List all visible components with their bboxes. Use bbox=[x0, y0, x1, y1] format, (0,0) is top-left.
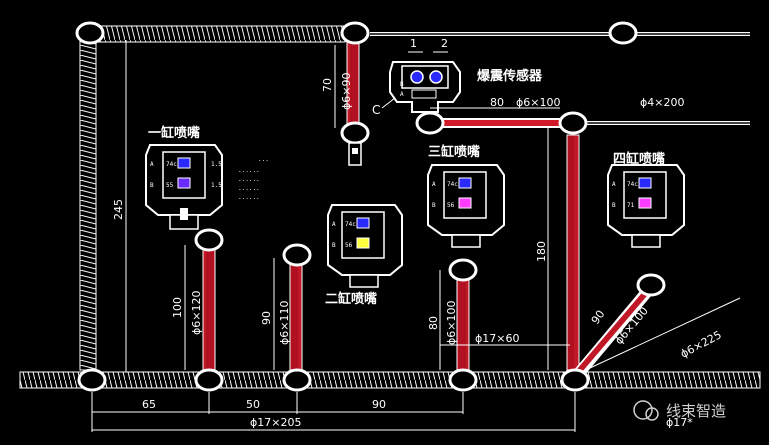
node-bottom-3 bbox=[282, 368, 312, 392]
node-bottom-5 bbox=[560, 368, 590, 392]
svg-text:ϕ6×110: ϕ6×110 bbox=[278, 301, 291, 345]
cyl4-branch bbox=[574, 284, 656, 376]
cyl1-label: 一缸喷嘴 bbox=[148, 125, 200, 141]
svg-text:...: ... bbox=[258, 156, 269, 163]
sensor-row-a: A bbox=[400, 91, 404, 98]
svg-text:180: 180 bbox=[535, 241, 548, 262]
svg-text:......: ...... bbox=[238, 176, 260, 183]
node-top-right bbox=[608, 21, 638, 45]
node-cyl2 bbox=[282, 243, 312, 267]
svg-text:B: B bbox=[432, 202, 436, 209]
cyl2-label: 二缸喷嘴 bbox=[325, 291, 377, 307]
cyl2-branch bbox=[289, 257, 303, 374]
svg-text:A: A bbox=[332, 221, 336, 228]
svg-text:B: B bbox=[332, 242, 336, 249]
node-mid-right bbox=[558, 111, 588, 135]
node-mid-left bbox=[415, 111, 445, 135]
svg-text:ϕ6×100: ϕ6×100 bbox=[445, 301, 458, 345]
cyl1-branch bbox=[202, 244, 216, 374]
svg-text:ϕ17×60: ϕ17×60 bbox=[475, 332, 519, 345]
svg-text:B: B bbox=[612, 202, 616, 209]
watermark: 线束智造 bbox=[633, 400, 726, 421]
node-bottom-2 bbox=[194, 368, 224, 392]
svg-text:65: 65 bbox=[142, 398, 156, 411]
svg-text:80: 80 bbox=[490, 96, 504, 109]
svg-text:245: 245 bbox=[112, 199, 125, 220]
svg-text:ϕ6×225: ϕ6×225 bbox=[678, 328, 723, 360]
svg-text:100: 100 bbox=[171, 297, 184, 318]
svg-text:......: ...... bbox=[238, 167, 260, 174]
svg-text:80: 80 bbox=[427, 316, 440, 330]
svg-text:B: B bbox=[150, 182, 154, 189]
svg-text:ϕ4×200: ϕ4×200 bbox=[640, 96, 684, 109]
svg-text:A: A bbox=[150, 161, 154, 168]
svg-text:50: 50 bbox=[246, 398, 260, 411]
top-trunk bbox=[94, 25, 346, 43]
left-trunk bbox=[79, 39, 97, 371]
node-cyl4 bbox=[636, 273, 666, 297]
svg-text:74c: 74c bbox=[627, 181, 638, 188]
svg-text:56: 56 bbox=[447, 202, 455, 209]
point-c-label: C bbox=[372, 103, 380, 117]
node-bottom-1 bbox=[77, 368, 107, 392]
svg-text:A: A bbox=[432, 181, 436, 188]
pin-label-1: 1 bbox=[410, 37, 417, 50]
svg-text:ϕ6×120: ϕ6×120 bbox=[190, 291, 203, 335]
svg-text:74c: 74c bbox=[166, 161, 177, 168]
cyl3-label: 三缸喷嘴 bbox=[428, 144, 480, 160]
sensor-row-b: B bbox=[400, 81, 404, 88]
node-top-mid bbox=[340, 21, 370, 45]
svg-text:70: 70 bbox=[321, 78, 334, 92]
svg-text:74c: 74c bbox=[447, 181, 458, 188]
cyl3-branch bbox=[456, 274, 470, 374]
knock-sensor-connector: A B 1 2 bbox=[389, 37, 461, 113]
right-vertical-branch bbox=[566, 134, 580, 371]
watermark-text: 线束智造 bbox=[666, 402, 726, 420]
pin-label-2: 2 bbox=[441, 37, 448, 50]
sensor-pin-1 bbox=[410, 70, 424, 84]
sensor-terminal bbox=[348, 142, 362, 166]
svg-text:90: 90 bbox=[589, 308, 608, 327]
knock-sensor-label: 爆震传感器 bbox=[477, 68, 543, 84]
cyl4-label: 四缸喷嘴 bbox=[613, 151, 665, 167]
svg-text:90: 90 bbox=[372, 398, 386, 411]
svg-text:A: A bbox=[612, 181, 616, 188]
svg-text:......: ...... bbox=[238, 194, 260, 201]
svg-text:90: 90 bbox=[260, 311, 273, 325]
svg-text:55: 55 bbox=[166, 182, 174, 189]
node-cyl1 bbox=[194, 228, 224, 252]
svg-text:1.5: 1.5 bbox=[211, 161, 222, 168]
cyl1-connector: A B 74c 55 1.5 1.5 bbox=[145, 144, 223, 230]
svg-text:ϕ17×205: ϕ17×205 bbox=[250, 416, 301, 429]
cyl4-connector: A B 74c 71 bbox=[607, 164, 685, 248]
svg-text:ϕ6×100: ϕ6×100 bbox=[516, 96, 560, 109]
note-block: ... ...... ...... ...... ...... bbox=[238, 156, 269, 201]
node-top-left bbox=[75, 21, 105, 45]
svg-text:74c: 74c bbox=[345, 221, 356, 228]
svg-text:......: ...... bbox=[238, 185, 260, 192]
node-c bbox=[340, 121, 370, 145]
svg-text:56: 56 bbox=[345, 242, 353, 249]
node-bottom-4 bbox=[448, 368, 478, 392]
sensor-pin-2 bbox=[429, 70, 443, 84]
svg-text:71: 71 bbox=[627, 202, 635, 209]
svg-text:ϕ17*: ϕ17* bbox=[666, 416, 693, 429]
svg-text:1.5: 1.5 bbox=[211, 182, 222, 189]
cyl3-connector: A B 74c 56 bbox=[427, 164, 505, 248]
cyl2-connector: A B 74c 56 bbox=[327, 204, 403, 288]
node-cyl3 bbox=[448, 258, 478, 282]
svg-text:ϕ6×90: ϕ6×90 bbox=[340, 73, 353, 110]
bottom-trunk bbox=[19, 371, 761, 389]
